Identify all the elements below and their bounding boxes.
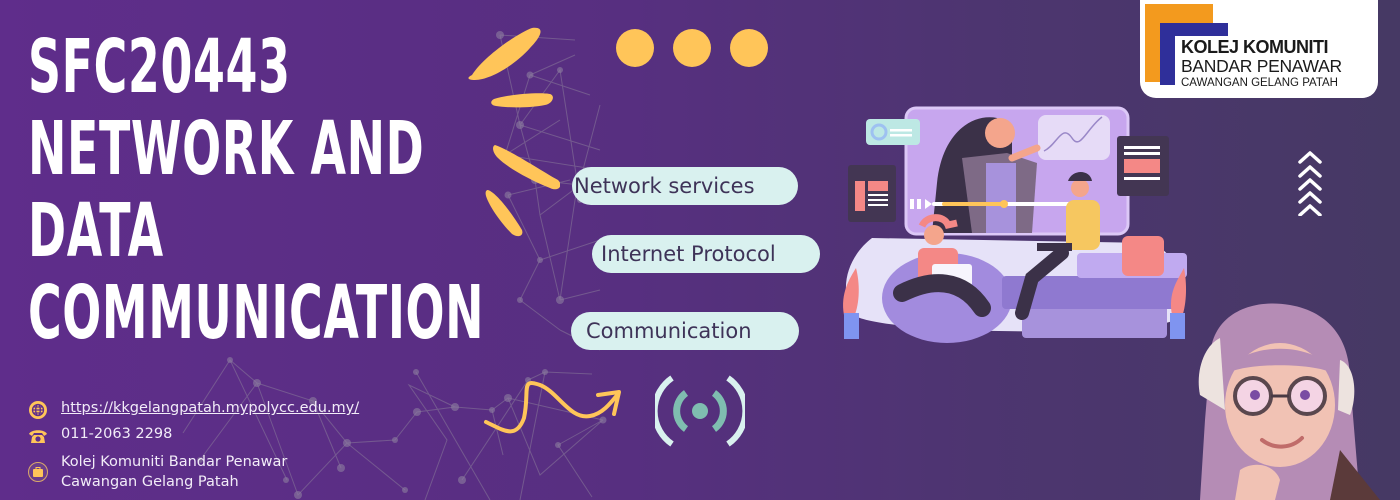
phone-number: 011-2063 2298 [61,426,173,442]
college-logo: KOLEJ KOMUNITI BANDAR PENAWAR CAWANGAN G… [1140,0,1378,98]
contact-address-row: Kolej Komuniti Bandar Penawar Cawangan G… [28,452,359,492]
squiggle-arrow-icon [484,381,621,434]
globe-icon [29,401,47,419]
contact-phone-row: 011-2063 2298 [28,426,359,446]
dot-2 [673,29,711,67]
dot-1 [616,29,654,67]
address-line-1: Kolej Komuniti Bandar Penawar [61,454,288,470]
address-line-2: Cawangan Gelang Patah [61,474,239,490]
logo-line-1: KOLEJ KOMUNITI [1181,37,1329,57]
title-line-code: SFC20443 [28,24,291,110]
chevrons-up-icon [1298,151,1322,216]
website-link[interactable]: https://kkgelangpatah.mypolycc.edu.my/ [61,400,360,416]
online-class-illustration [843,106,1187,343]
course-title: SFC20443 NETWORK AND DATA COMMUNICATION [28,26,484,354]
title-line-3: DATA [28,188,164,274]
address-lines: Kolej Komuniti Bandar Penawar Cawangan G… [61,452,287,492]
logo-line-3: CAWANGAN GELANG PATAH [1181,77,1338,89]
topic-pill-communication: Communication [571,312,799,350]
title-line-2: NETWORK AND [28,106,425,192]
logo-line-2: BANDAR PENAWAR [1181,56,1342,76]
telephone-icon [29,430,47,443]
lecturer-avatar [1198,303,1380,500]
three-dots-decoration [616,29,768,67]
contact-website-row: https://kkgelangpatah.mypolycc.edu.my/ [28,400,359,420]
briefcase-icon [28,462,48,482]
topic-pill-internet-protocol: Internet Protocol [592,235,820,273]
title-line-4: COMMUNICATION [28,270,485,356]
dot-3 [730,29,768,67]
broadcast-signal-icon [655,375,745,447]
brush-strokes-decoration [468,27,560,237]
contact-info: https://kkgelangpatah.mypolycc.edu.my/ 0… [28,400,359,498]
topic-pill-network-services: Network services [572,167,798,205]
